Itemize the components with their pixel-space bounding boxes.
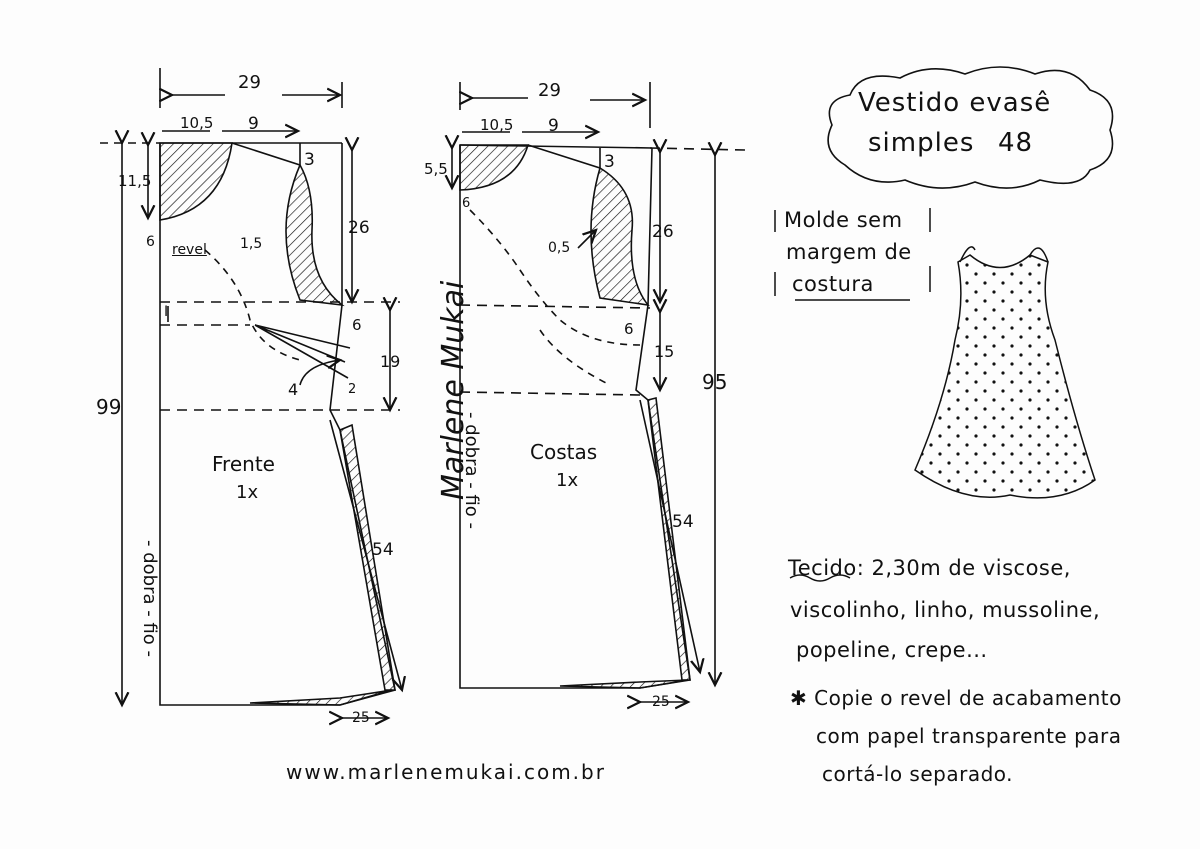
front-neck-drop-label: 11,5 [118,172,152,190]
copy-note-line1: ✱ Copie o revel de acabamento [790,686,1122,710]
molde-note-line1: Molde sem [784,208,903,232]
front-neckline-facing [159,142,233,221]
back-armhole-label: 26 [652,222,674,242]
back-neck-width-label: 10,5 [480,116,514,134]
front-dart-arrow [299,360,340,386]
back-top-edge [459,144,653,149]
back-piece-qty: 1x [556,470,579,491]
title-line2: simples [868,128,975,158]
back-shoulder-line [527,144,601,170]
title-cloud [827,66,1114,189]
fabric-line1: : 2,30m de viscose, [856,556,1071,580]
fabric-note-line1: Tecido: 2,30m de viscose, [788,556,1071,580]
front-piece [100,68,402,718]
front-dart-len-label: 19 [380,352,401,371]
back-revel-curve [469,209,641,346]
molde-note-line3: costura [792,272,874,296]
front-piece-qty: 1x [236,482,259,503]
front-hem-label: 25 [352,710,370,726]
front-hem-facing [249,689,393,706]
dress-sketch [914,246,1096,499]
back-skirt-label: 54 [672,512,694,532]
front-skirt-dim [329,419,402,690]
title-size: 48 [998,128,1034,158]
watermark-signature: Marlene Mukai [436,280,471,500]
back-dart-top-label: 6 [624,320,634,338]
back-piece [452,82,746,702]
copy-note-line2: com papel transparente para [816,724,1122,748]
back-dart-len-label: 15 [654,342,675,361]
back-neck-drop-label: 5,5 [424,160,448,178]
front-dart-top-label: 6 [352,316,362,334]
front-revel-depth-label: 6 [146,234,155,250]
front-piece-name: Frente [212,452,275,476]
fabric-note-line3: popeline, crepe... [796,638,988,662]
front-shoulder-width-label: 9 [248,114,259,134]
front-neck-width-label: 10,5 [180,114,214,132]
back-piece-name: Costas [530,440,598,464]
front-skirt-label: 54 [372,540,394,560]
back-width-label: 29 [538,80,561,101]
back-top-extension [649,147,746,151]
back-bust-line [459,304,651,309]
front-shoulder-drop-label: 3 [304,150,315,170]
back-skirt-dim [639,399,700,672]
back-hem-label: 25 [652,694,670,710]
back-length-label: 95 [702,370,728,394]
front-bust-gap-label: I [164,304,169,320]
front-revel-label: revel [172,242,207,258]
front-revel-curve [204,249,301,361]
molde-note-frame [774,208,931,301]
back-armhole-facing [590,166,650,307]
front-fold-label: - dobra - fio - [139,540,160,658]
back-neckline-facing [459,144,530,191]
front-dart-width-label: 4 [288,380,299,399]
back-waist-line [459,391,641,396]
front-ease-label: 1,5 [240,236,263,252]
front-length-label: 99 [96,395,122,419]
front-dart-side-label: 2 [348,382,357,397]
front-armhole-label: 26 [348,218,370,238]
back-side-flare [647,397,691,681]
molde-note-line2: margem de [786,240,912,264]
fabric-note-line2: viscolinho, linho, mussoline, [790,598,1101,622]
fabric-underline [789,574,851,582]
back-shoulder-drop-label: 3 [604,152,615,172]
copy-note-line3: cortá-lo separado. [822,762,1014,786]
front-bust-dart [254,324,351,379]
front-width-label: 29 [238,72,261,93]
title-line1: Vestido evasê [858,88,1052,118]
back-ease-label: 0,5 [548,240,571,256]
website-link[interactable]: www.marlenemukai.com.br [286,760,606,784]
back-ease-arrow [577,230,596,249]
fabric-label: Tecido [788,556,857,580]
front-armhole-facing [285,163,345,307]
back-shoulder-width-label: 9 [548,116,559,136]
back-dart-curve [539,329,611,386]
front-shoulder-line [231,142,301,167]
back-revel-depth-label: 6 [462,196,471,211]
back-hem-facing [559,679,689,689]
